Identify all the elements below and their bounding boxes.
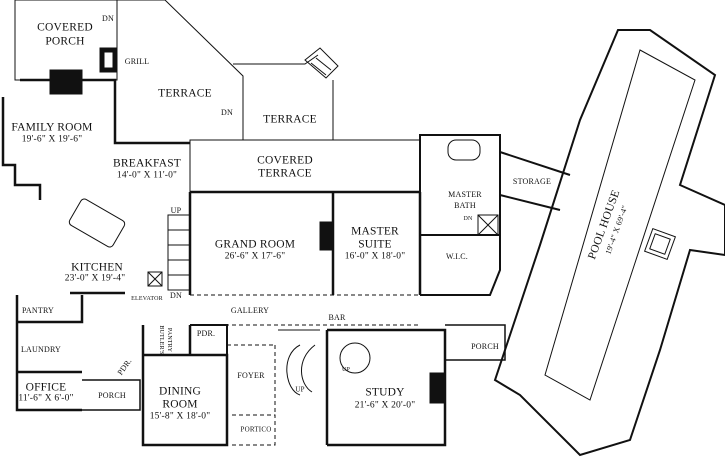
stair-dn-bath: DN xyxy=(463,216,473,222)
kitchen-label: KITCHEN xyxy=(71,261,123,274)
gallery-outline xyxy=(190,294,420,326)
stair-up-kitchen: UP xyxy=(170,206,182,215)
pantry-label: PANTRY xyxy=(21,306,55,315)
breakfast-size: 14'-0" X 11'-0" xyxy=(116,170,178,181)
grill-grate xyxy=(103,51,114,69)
dining-room-size: 15'-8" X 18'-0" xyxy=(149,411,211,422)
portico-outline xyxy=(232,414,276,446)
covered-terrace-label: COVERED xyxy=(257,154,313,167)
master-bath-label-2: BATH xyxy=(454,201,476,210)
stair-dn-elevator: DN xyxy=(170,291,182,300)
grill-label: GRILL xyxy=(124,57,150,66)
storage-outline xyxy=(499,151,571,211)
pool-house-outline xyxy=(493,29,725,457)
foyer-label: FOYER xyxy=(237,371,265,380)
spa-inner xyxy=(649,233,671,255)
stair-dn-porch: DN xyxy=(102,14,114,23)
master-suite-size: 16'-0" X 18'-0" xyxy=(344,251,406,262)
office-label: OFFICE xyxy=(25,381,67,394)
pool-outline xyxy=(544,49,696,401)
butlers-pantry-label: BUTLER'S xyxy=(158,325,164,355)
spiral-stair-icon xyxy=(339,342,371,374)
study-label: STUDY xyxy=(365,386,405,399)
terrace-label: TERRACE xyxy=(158,87,212,100)
wic-outline xyxy=(420,234,501,296)
terrace-steps xyxy=(304,47,339,79)
family-room-size: 19'-6" X 19'-6" xyxy=(21,134,83,145)
grand-room-size: 26'-6" X 17'-6" xyxy=(224,251,286,262)
elevator-icon xyxy=(147,271,163,287)
shower-icon xyxy=(477,214,499,236)
study-size: 21'-6" X 20'-0" xyxy=(354,400,416,411)
shower-cross xyxy=(477,214,499,236)
storage-label: STORAGE xyxy=(512,177,552,186)
kitchen-size: 23'-0" X 19'-4" xyxy=(64,273,126,284)
fireplace-study xyxy=(429,372,446,404)
porch-left-label: PORCH xyxy=(98,391,126,400)
elevator-cross xyxy=(147,271,163,287)
stair-up-foyer: UP xyxy=(295,385,305,394)
butlers-pantry-label-2: PANTRY xyxy=(166,327,172,353)
office-size: 11'-6" X 6'-0" xyxy=(18,393,74,404)
elevator-label: ELEVATOR xyxy=(131,296,163,302)
gallery-label: GALLERY xyxy=(230,306,270,315)
master-bath-outline xyxy=(419,134,501,236)
kitchen-island xyxy=(68,198,126,248)
grand-room-label: GRAND ROOM xyxy=(214,238,296,251)
kitchen-walls xyxy=(15,291,125,412)
portico-label: PORTICO xyxy=(240,425,272,434)
master-suite-label: MASTER xyxy=(351,225,399,238)
kitchen-stair xyxy=(167,214,191,291)
master-bath-label: MASTER xyxy=(448,190,482,199)
porch-right-outline xyxy=(445,324,506,361)
wic-label: W.I.C. xyxy=(445,252,469,261)
bar-label: BAR xyxy=(328,313,346,322)
covered-porch-label-2: PORCH xyxy=(45,35,85,48)
spa-icon xyxy=(643,227,677,261)
covered-terrace-label-2: TERRACE xyxy=(258,167,312,180)
porch-left-outline xyxy=(82,379,141,411)
foyer-walls xyxy=(227,344,276,415)
dining-room-walls xyxy=(141,325,229,447)
fireplace-family-room xyxy=(49,69,83,95)
porch-right-label: PORCH xyxy=(471,342,499,351)
stair-up-study: UP xyxy=(341,367,351,373)
family-room-label: FAMILY ROOM xyxy=(11,121,93,134)
fireplace-grand-room xyxy=(319,221,334,251)
dining-room-label: DINING xyxy=(158,385,202,398)
pdr-center-label: PDR. xyxy=(196,329,216,338)
foyer-stair xyxy=(278,329,320,396)
covered-porch-label: COVERED xyxy=(37,21,93,34)
dining-room-label-2: ROOM xyxy=(162,398,198,411)
breakfast-label: BREAKFAST xyxy=(112,157,182,170)
terrace-outline xyxy=(117,0,244,140)
terrace-2-label: TERRACE xyxy=(263,113,317,126)
bathtub-icon xyxy=(447,139,481,161)
stair-dn-terrace: DN xyxy=(221,108,233,117)
master-suite-label-2: SUITE xyxy=(358,238,392,251)
laundry-label: LAUNDRY xyxy=(20,345,62,354)
